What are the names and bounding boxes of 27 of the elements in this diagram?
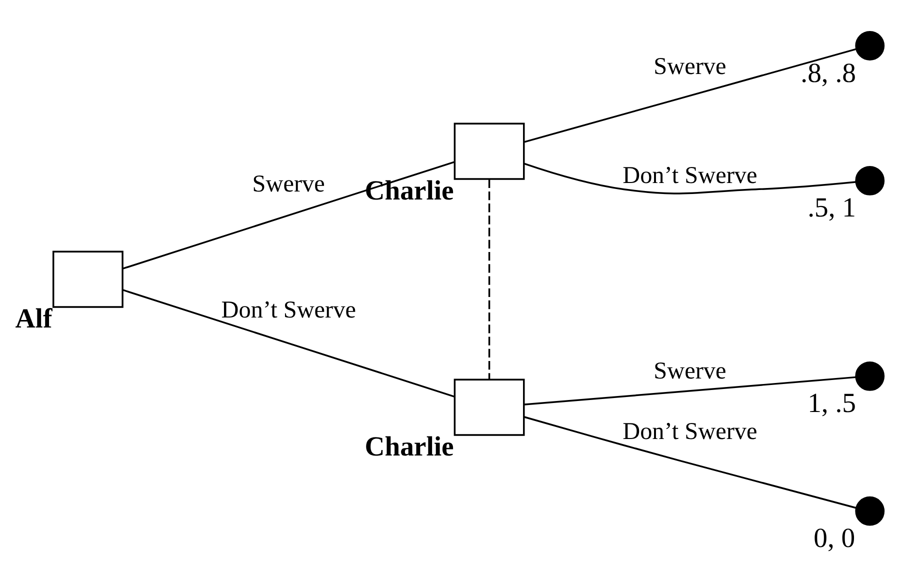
node-label: .8, .8 <box>800 56 856 88</box>
node-circle <box>855 496 885 526</box>
node-label: 0, 0 <box>814 522 856 553</box>
node-circle <box>855 30 885 60</box>
edge-label: Swerve <box>252 170 325 197</box>
node-circle <box>855 165 885 195</box>
node-box <box>454 122 525 180</box>
connector <box>524 376 856 405</box>
node-label: Charlie <box>364 174 454 205</box>
edge-label: Swerve <box>654 52 726 80</box>
node-label: Charlie <box>364 430 454 461</box>
node-label: 1, .5 <box>808 386 856 418</box>
edge-label: Don’t Swerve <box>622 417 758 444</box>
edge-label: Don’t Swerve <box>221 296 356 324</box>
connector <box>122 288 454 397</box>
node-label: Alf <box>15 302 52 333</box>
connector <box>524 48 856 142</box>
connector <box>524 162 856 194</box>
connector <box>488 178 490 379</box>
connector <box>122 160 454 269</box>
node-circle <box>855 360 885 390</box>
node-box <box>52 250 124 308</box>
node-label: .5, 1 <box>808 191 856 222</box>
node-box <box>454 378 525 436</box>
edge-label: Don’t Swerve <box>622 161 758 188</box>
connector <box>524 416 856 508</box>
edge-label: Swerve <box>654 356 726 384</box>
